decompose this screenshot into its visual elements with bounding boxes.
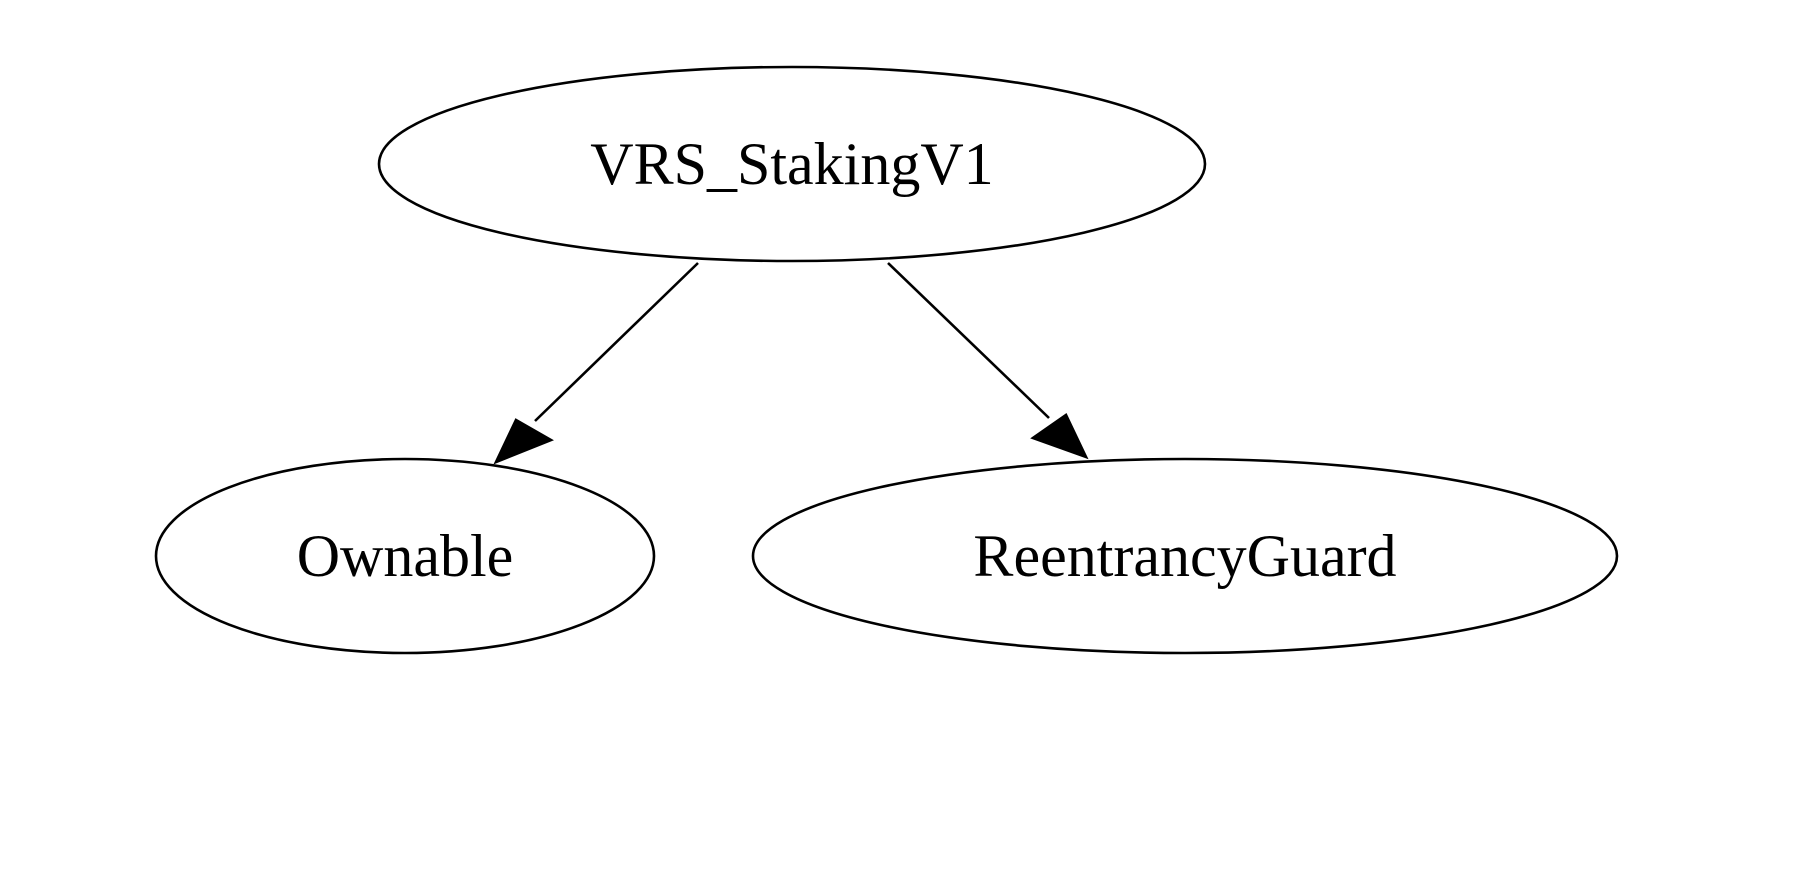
node-vrs-staking[interactable]: VRS_StakingV1 [377, 65, 1207, 263]
node-vrs-staking-shape [377, 65, 1207, 263]
edge-vrs-staking-to-reentrancy-guard [887, 262, 1089, 460]
node-ownable-shape [154, 457, 656, 655]
node-reentrancy-guard-label: ReentrancyGuard [973, 523, 1396, 589]
node-ownable[interactable]: Ownable [154, 457, 656, 655]
node-reentrancy-guard-shape [751, 457, 1619, 655]
node-reentrancy-guard[interactable]: ReentrancyGuard [751, 457, 1619, 655]
node-vrs-staking-label: VRS_StakingV1 [590, 131, 993, 197]
edge-vrs-staking-to-ownable [493, 262, 699, 465]
node-ownable-label: Ownable [297, 523, 514, 589]
